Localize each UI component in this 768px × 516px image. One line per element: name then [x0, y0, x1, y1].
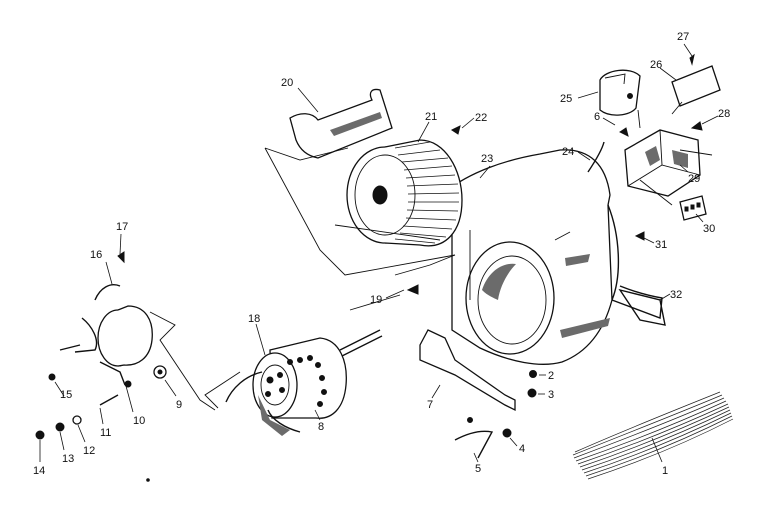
callout-25: 25	[560, 93, 572, 105]
callout-10: 10	[133, 415, 145, 427]
callout-29: 29	[688, 173, 700, 185]
mounting-bracket	[618, 288, 666, 326]
blower-housing	[443, 149, 663, 365]
bottom-rail-bracket	[419, 329, 516, 412]
motor	[225, 329, 383, 436]
callout-5: 5	[475, 463, 481, 475]
callout-22: 22	[475, 112, 487, 124]
cutoff-plate	[289, 88, 393, 159]
callout-31: 31	[655, 239, 667, 251]
callout-16: 16	[90, 249, 102, 261]
callout-28: 28	[718, 108, 730, 120]
capacitor	[599, 69, 641, 116]
callout-1: 1	[662, 465, 668, 477]
callout-15: 15	[60, 389, 72, 401]
callout-21: 21	[425, 111, 437, 123]
assembly-lines	[149, 101, 713, 411]
callout-12: 12	[83, 445, 95, 457]
callout-23: 23	[481, 153, 493, 165]
callout-14: 14	[33, 465, 45, 477]
callout-24: 24	[562, 146, 574, 158]
callout-labels: 1 2 3 4 5 6 7 8 9 10 11 12 13 14 15 16 1…	[33, 31, 730, 477]
control-box	[624, 129, 701, 197]
callout-32: 32	[670, 289, 682, 301]
callout-2: 2	[548, 370, 554, 382]
callout-17: 17	[116, 221, 128, 233]
callout-11: 11	[100, 427, 111, 439]
callout-8: 8	[318, 421, 324, 433]
callout-27: 27	[677, 31, 689, 43]
callout-4: 4	[519, 443, 525, 455]
callout-13: 13	[62, 453, 74, 465]
terminal-block	[679, 195, 707, 221]
leader-lines	[39, 43, 719, 463]
callout-18: 18	[248, 313, 260, 325]
callout-20: 20	[281, 77, 293, 89]
blower-wheel	[346, 139, 463, 247]
callout-26: 26	[650, 59, 662, 71]
callout-7: 7	[427, 399, 433, 411]
motor-mount-band	[59, 284, 153, 388]
callout-30: 30	[703, 223, 715, 235]
callout-9: 9	[176, 399, 182, 411]
cover-plate	[671, 65, 721, 107]
wiring-harness	[572, 391, 734, 480]
callout-19: 19	[370, 294, 382, 306]
hardware-items	[35, 53, 703, 482]
callout-6: 6	[594, 111, 600, 123]
callout-3: 3	[548, 389, 554, 401]
